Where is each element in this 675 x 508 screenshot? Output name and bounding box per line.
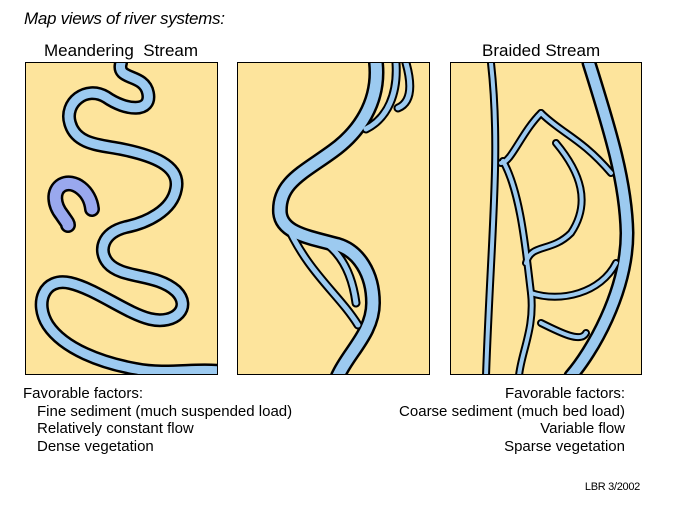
braided-factor-sediment: Coarse sediment (much bed load) [399,402,625,420]
oxbow-lake [49,178,98,231]
meandering-stream-map [25,62,218,375]
transitional-stream-map [237,62,430,375]
braided-factor-vegetation: Sparse vegetation [504,437,625,455]
braided-stream-heading: Braided Stream [482,41,601,60]
page-title: Map views of river systems: [24,9,225,28]
transitional-river-outlines [271,63,415,374]
meandering-factor-vegetation: Dense vegetation [37,437,154,455]
braided-favorable-factors: Favorable factors: Coarse sediment (much… [399,385,625,455]
meandering-factors-heading: Favorable factors: [23,385,144,402]
credit-text: LBR 3/2002 [584,481,640,493]
meandering-river-drawing [34,63,217,374]
meandering-factor-flow: Relatively constant flow [37,420,194,437]
meandering-favorable-factors: Favorable factors: Fine sediment (much s… [23,385,292,455]
braided-river-drawing [482,63,635,374]
transitional-river-drawing [271,63,415,374]
braided-river-channels [484,63,632,374]
braided-factor-flow: Variable flow [540,420,625,437]
braided-stream-map [450,62,642,375]
meandering-stream-heading: Meandering Stream [44,41,199,60]
braided-factors-heading: Favorable factors: [504,385,625,402]
transitional-river-channels [274,63,413,374]
meandering-factor-sediment: Fine sediment (much suspended load) [37,402,293,420]
meandering-river-channel [37,63,217,374]
